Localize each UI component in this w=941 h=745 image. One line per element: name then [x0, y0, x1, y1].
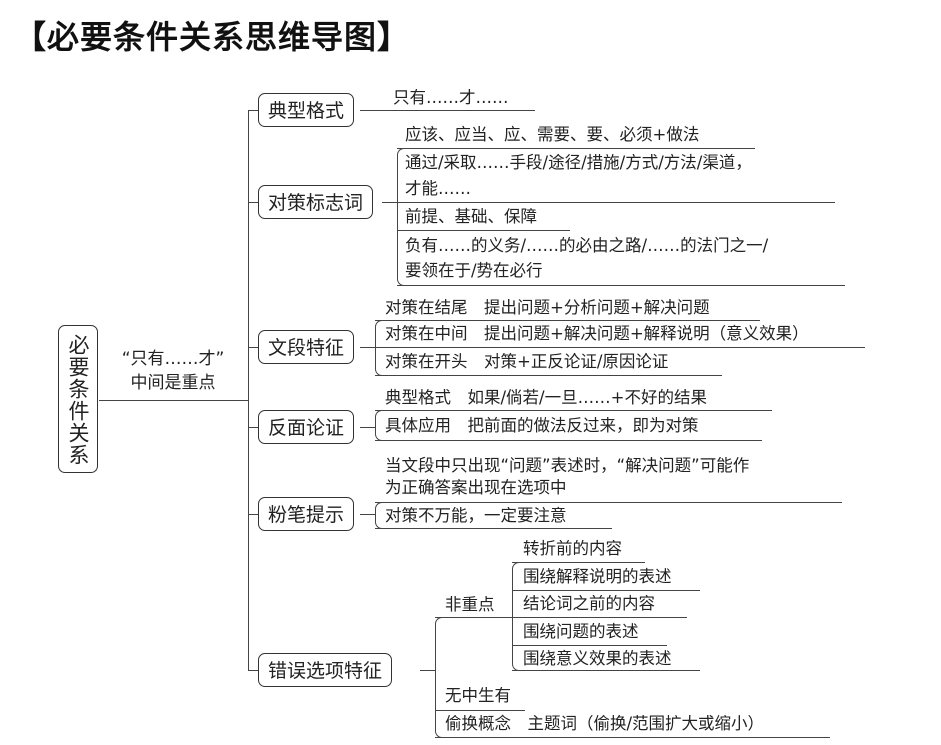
leaf: 才能……	[405, 179, 471, 198]
root-connector	[99, 400, 248, 401]
leaf: 应该、应当、应、需要、要、必须+做法	[405, 125, 700, 144]
underline	[512, 617, 687, 618]
sub-branch-non-key: 非重点	[445, 595, 495, 614]
bracket	[375, 320, 385, 376]
leaf: 对策在结尾 提出问题+分析问题+解决问题	[385, 298, 710, 317]
underline	[375, 347, 865, 348]
underline	[435, 710, 525, 711]
underline	[360, 110, 535, 111]
leaf: 对策在开头 对策+正反论证/原因论证	[385, 352, 669, 371]
underline	[375, 502, 842, 503]
underline	[397, 202, 835, 203]
leaf: 要领在于/势在必行	[405, 261, 543, 280]
underline	[512, 670, 700, 671]
underline	[375, 528, 612, 529]
connector	[248, 110, 258, 111]
branch-typical-format: 典型格式	[258, 93, 355, 127]
branch-countermeasure-words: 对策标志词	[258, 185, 374, 219]
connector	[360, 347, 375, 348]
connector	[420, 670, 435, 671]
connector	[360, 427, 375, 428]
underline	[435, 737, 830, 738]
leaf: 对策在中间 提出问题+解决问题+解释说明（意义效果）	[385, 324, 809, 343]
leaf: 围绕问题的表述	[523, 622, 639, 641]
leaf: 当文段中只出现“问题”表述时，“解决问题”可能作	[385, 456, 750, 475]
bracket	[375, 502, 385, 529]
connector	[248, 202, 258, 203]
leaf: 对策不万能，一定要注意	[385, 506, 567, 525]
root-node: 必要条件关系	[58, 325, 98, 473]
underline	[512, 562, 645, 563]
connector	[248, 347, 258, 348]
connector	[382, 202, 397, 203]
branch-fenbi-tips: 粉笔提示	[258, 497, 355, 531]
connector	[248, 514, 258, 515]
underline	[435, 617, 512, 618]
page-title: 【必要条件关系思维导图】	[14, 18, 411, 56]
leaf: 为正确答案出现在选项中	[385, 478, 567, 497]
connector	[248, 670, 258, 671]
connector	[248, 427, 258, 428]
underline	[375, 410, 772, 411]
leaf: 偷换概念 主题词（偷换/范围扩大或缩小）	[445, 714, 765, 733]
leaf: 典型格式 如果/倘若/一旦……+不好的结果	[385, 388, 707, 407]
underline	[375, 375, 722, 376]
leaf: 前提、基础、保障	[405, 207, 537, 226]
leaf: 围绕解释说明的表述	[523, 567, 672, 586]
underline	[397, 148, 755, 149]
underline	[397, 230, 570, 231]
branch-wrong-option-features: 错误选项特征	[258, 653, 393, 687]
underline	[375, 440, 762, 441]
leaf: 无中生有	[445, 686, 511, 705]
root-note-line1: “只有……才”	[121, 349, 225, 369]
leaf: 通过/采取……手段/途径/措施/方式/方法/渠道，	[405, 153, 752, 172]
leaf: 转折前的内容	[523, 539, 622, 558]
bracket	[375, 410, 385, 441]
connector	[360, 514, 375, 515]
trunk-line	[248, 110, 249, 670]
leaf: 结论词之前的内容	[523, 594, 655, 613]
leaf: 只有……才……	[393, 88, 509, 107]
leaf: 负有……的义务/……的必由之路/……的法门之一/	[405, 236, 769, 255]
root-note-line2: 中间是重点	[130, 373, 216, 393]
bracket	[435, 617, 445, 738]
leaf: 围绕意义效果的表述	[523, 649, 672, 668]
branch-paragraph-features: 文段特征	[258, 330, 355, 364]
branch-reverse-argument: 反面论证	[258, 410, 355, 444]
underline	[375, 320, 760, 321]
underline	[512, 590, 700, 591]
leaf: 具体应用 把前面的做法反过来，即为对策	[385, 416, 699, 435]
underline	[397, 285, 845, 286]
underline	[512, 645, 667, 646]
